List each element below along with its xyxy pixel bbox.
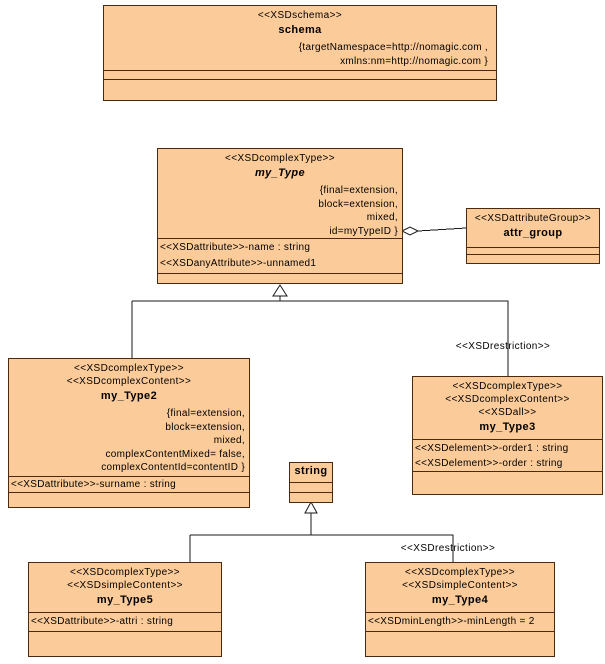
generalization-arrowhead-string-icon xyxy=(304,500,318,514)
stereotype-label: <<XSDsimpleContent>> xyxy=(402,580,518,591)
class-name[interactable]: my_Type3 xyxy=(479,421,536,433)
attribute-row[interactable]: <<XSDanyAttribute>>-unnamed1 xyxy=(160,258,317,269)
attribute-row[interactable]: <<XSDattribute>>-attri : string xyxy=(31,616,174,627)
stereotype-label: <<XSDcomplexContent>> xyxy=(66,376,192,387)
class-name[interactable]: my_Type2 xyxy=(100,390,158,402)
attributes-compartment: <<XSDattribute>>-surname : string xyxy=(9,476,249,492)
empty-compartment xyxy=(158,273,402,283)
tagged-values: {final=extension, block=extension, mixed… xyxy=(318,185,398,237)
attributes-compartment: <<XSDminLength>>-minLength = 2 xyxy=(366,612,554,631)
stereotype-label: <<XSDcomplexType>> xyxy=(69,567,181,578)
empty-compartment xyxy=(290,482,332,492)
stereotype-label: <<XSDschema>> xyxy=(257,10,343,21)
class-box-my-type2[interactable]: <<XSDcomplexType>> <<XSDcomplexContent>>… xyxy=(8,358,250,508)
empty-compartment xyxy=(104,79,496,100)
attribute-row[interactable]: <<XSDminLength>>-minLength = 2 xyxy=(368,616,535,627)
empty-compartment xyxy=(467,254,599,263)
stereotype-label: <<XSDcomplexContent>> xyxy=(445,394,570,405)
attributes-compartment: <<XSDattribute>>-attri : string xyxy=(29,612,221,631)
class-name[interactable]: my_Type5 xyxy=(96,594,154,606)
stereotype-label: <<XSDcomplexType>> xyxy=(73,363,185,374)
attribute-row[interactable]: <<XSDattribute>>-name : string xyxy=(160,242,311,253)
generalization-edge-my-type2-my-type3-to-my-type[interactable] xyxy=(131,296,509,376)
attribute-row[interactable]: <<XSDattribute>>-surname : string xyxy=(11,479,176,490)
class-name[interactable]: string xyxy=(294,465,328,477)
class-box-attr-group[interactable]: <<XSDattributeGroup>> attr_group xyxy=(466,208,600,264)
attributes-compartment: <<XSDattribute>>-name : string <<XSDanyA… xyxy=(158,238,402,273)
stereotype-label: <<XSDall>> xyxy=(478,407,537,418)
edge-label-restriction-my-type3[interactable]: <<XSDrestriction>> xyxy=(455,341,551,352)
class-box-my-type3[interactable]: <<XSDcomplexType>> <<XSDcomplexContent>>… xyxy=(412,376,603,495)
class-header: <<XSDattributeGroup>> attr_group xyxy=(467,209,599,247)
class-box-my-type4[interactable]: <<XSDcomplexType>> <<XSDsimpleContent>> … xyxy=(365,562,555,657)
class-box-string[interactable]: string xyxy=(289,462,333,503)
class-name[interactable]: schema xyxy=(278,24,322,36)
class-header: <<XSDcomplexType>> <<XSDsimpleContent>> … xyxy=(29,563,221,612)
stereotype-label: <<XSDattributeGroup>> xyxy=(474,213,592,224)
class-name[interactable]: my_Type4 xyxy=(431,594,489,606)
generalization-arrowhead-my-type-icon xyxy=(272,284,288,297)
class-header: <<XSDcomplexType>> <<XSDsimpleContent>> … xyxy=(366,563,554,612)
empty-compartment xyxy=(467,247,599,254)
edge-label-restriction-my-type4[interactable]: <<XSDrestriction>> xyxy=(400,543,496,554)
class-box-my-type[interactable]: <<XSDcomplexType>> my_Type {final=extens… xyxy=(157,148,403,284)
class-header: <<XSDcomplexType>> <<XSDcomplexContent>>… xyxy=(413,377,602,439)
empty-compartment xyxy=(9,492,249,507)
class-header: <<XSDcomplexType>> <<XSDcomplexContent>>… xyxy=(9,359,249,476)
attribute-row[interactable]: <<XSDelement>>-order1 : string xyxy=(415,443,569,454)
tagged-values: {targetNamespace=http://nomagic.com , xm… xyxy=(298,42,488,67)
stereotype-label: <<XSDcomplexType>> xyxy=(404,567,516,578)
class-header: <<XSDschema>> schema {targetNamespace=ht… xyxy=(104,6,496,70)
stereotype-label: <<XSDcomplexType>> xyxy=(452,381,563,392)
generalization-edge-my-type5-my-type4-to-string[interactable] xyxy=(189,513,454,562)
empty-compartment xyxy=(366,631,554,656)
attribute-row[interactable]: <<XSDelement>>-order : string xyxy=(415,458,563,469)
empty-compartment xyxy=(290,492,332,502)
stereotype-label: <<XSDsimpleContent>> xyxy=(67,580,183,591)
class-box-schema[interactable]: <<XSDschema>> schema {targetNamespace=ht… xyxy=(103,5,497,101)
empty-compartment xyxy=(413,471,602,494)
attributes-compartment: <<XSDelement>>-order1 : string <<XSDelem… xyxy=(413,439,602,471)
empty-compartment xyxy=(104,70,496,79)
tagged-values: {final=extension, block=extension, mixed… xyxy=(101,408,245,473)
class-header: string xyxy=(290,463,332,482)
empty-compartment xyxy=(29,631,221,656)
stereotype-label: <<XSDcomplexType>> xyxy=(224,153,336,164)
class-box-my-type5[interactable]: <<XSDcomplexType>> <<XSDsimpleContent>> … xyxy=(28,562,222,657)
class-name[interactable]: attr_group xyxy=(503,227,563,239)
aggregation-diamond-icon xyxy=(400,226,420,236)
class-name[interactable]: my_Type xyxy=(254,167,306,179)
class-header: <<XSDcomplexType>> my_Type {final=extens… xyxy=(158,149,402,238)
aggregation-edge-my-type-attr-group[interactable] xyxy=(417,227,467,232)
